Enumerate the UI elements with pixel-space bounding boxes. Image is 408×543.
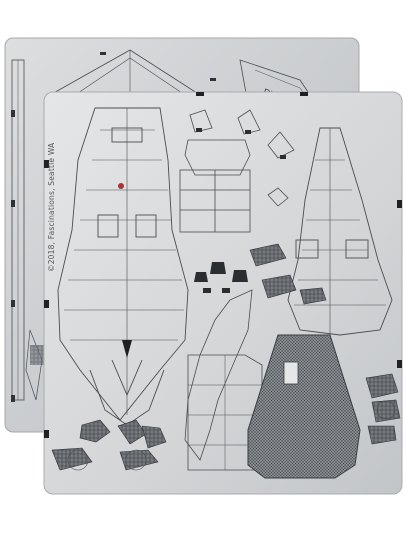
hull-right xyxy=(287,127,393,336)
mesh-panel xyxy=(247,334,361,479)
top-parts xyxy=(179,109,295,233)
copyright-imprint: ©2018, Fascinations, Seattle WA xyxy=(47,142,56,272)
front-sheet xyxy=(43,91,403,495)
gear-parts xyxy=(51,243,401,471)
hull-left xyxy=(57,107,189,426)
